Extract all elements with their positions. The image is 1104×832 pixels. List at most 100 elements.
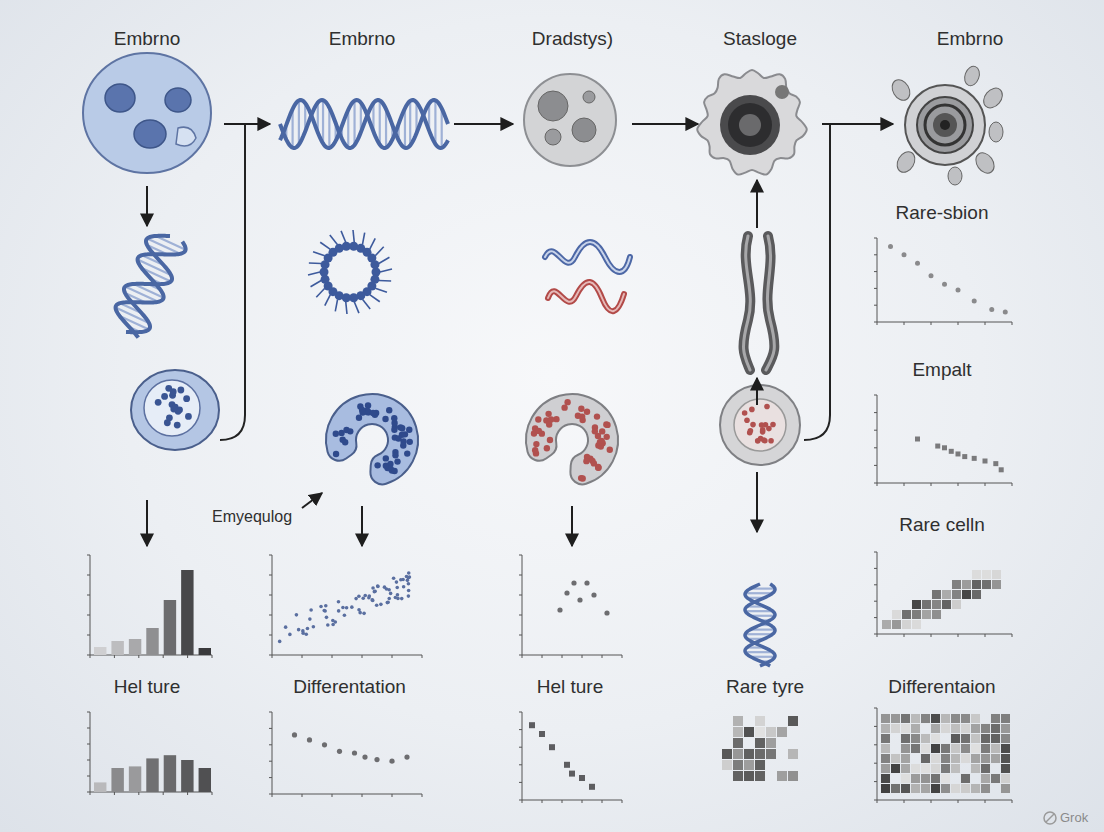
chart-axes [87,555,90,556]
chart-axes [332,655,333,658]
chart-axes [877,634,878,637]
chart-axes [519,764,522,765]
scatter-points [278,640,282,644]
scatter-points [956,288,961,293]
scatter-points [407,594,411,598]
chart-axes [877,800,878,803]
heatmap-cells [971,714,980,723]
scatter-points [376,584,380,588]
bar-series [199,768,211,792]
rna-strand [548,282,624,311]
heatmap-cells [911,734,920,743]
chart-axes [874,617,877,618]
chart-axes [163,792,164,795]
scatter-points [322,742,327,747]
chart-axes [87,575,90,576]
heatmap-cells [881,744,890,753]
bar-series [129,639,141,655]
dna-helix [379,100,381,144]
chart-axes [874,601,877,602]
heatmap-cells [932,590,941,599]
scatter-points [604,610,609,615]
cell-granules [760,427,766,433]
chart-axes [874,568,877,569]
rna-strand [548,282,624,311]
chart-axes [874,305,877,306]
heatmap-cells [881,774,890,783]
scatter-points [337,600,341,604]
scatter-points [304,632,308,636]
heatmap-cells [931,764,940,773]
chart-axes [519,712,622,803]
heatmap-cells [891,754,900,763]
fragmented-cell [925,105,965,145]
heatmap-cells [911,744,920,753]
horseshoe-cell [604,434,610,440]
scatter-points [557,580,609,615]
micelle [370,238,376,249]
horseshoe-cell [598,438,604,444]
heatmap-cells [972,580,981,589]
heatmap-cells [1001,774,1010,783]
heatmap-cells [981,754,990,763]
heatmap-cells [891,764,900,773]
scatter-points [361,597,365,601]
heatmap-cells [931,784,940,793]
gray-cell [524,74,616,166]
heatmap-cells [912,610,921,619]
fragmented-cell [940,120,950,130]
scatter-points [591,592,596,597]
chart-axes [622,800,623,803]
heatmap-cells [991,734,1000,743]
bar-series [94,782,106,792]
heatmap-cells [777,727,787,737]
scatter-points [292,732,410,763]
scatter-points [989,307,994,312]
heading-text: Rare tyre [700,672,830,699]
watermark: Grok [1060,810,1088,825]
stage-cell: Embrno [895,24,1045,174]
heatmap-cells [951,734,960,743]
heatmap-cells [951,724,960,733]
watermark-logo [1046,814,1054,822]
cell-granules [185,413,192,420]
chart-axes [87,615,90,616]
dividing-cell [720,385,800,465]
scatter-points [402,585,406,589]
chart-axes [931,800,932,803]
heatmap-cells [912,600,921,609]
scatter-points [549,744,555,750]
heatmap-cells [911,774,920,783]
horseshoe-cell [532,447,538,453]
scatter-points [326,623,330,627]
cell-granules [749,407,755,413]
scatter-points [284,625,288,629]
flow-arrow [146,186,148,226]
chart-axes [582,800,583,803]
horseshoe-cell [356,415,362,421]
heatmap-cells [942,590,951,599]
horseshoe-cell [333,431,339,437]
micelle [330,235,338,245]
chart-axes [874,552,1012,637]
scatter-points [539,731,545,737]
horseshoe-cell [391,420,397,426]
scatter-points [319,605,323,609]
horseshoe-cell [594,413,600,419]
scatter-points [589,784,595,790]
chart-axes [90,792,91,795]
heatmap-cells [901,754,910,763]
horseshoe-cell [339,437,345,443]
bar-series [181,570,193,655]
heatmap-cells [881,784,890,793]
scatter-points [888,244,893,249]
chart-axes [138,655,139,658]
chart-axes [87,760,90,761]
scatter-points [345,606,349,610]
cell-granules [759,422,765,428]
heatmap-cells [788,716,798,726]
heatmap-cells [755,760,765,770]
scatter-points [297,628,301,632]
heatmap-cells [921,754,930,763]
scatter-points [404,755,409,760]
